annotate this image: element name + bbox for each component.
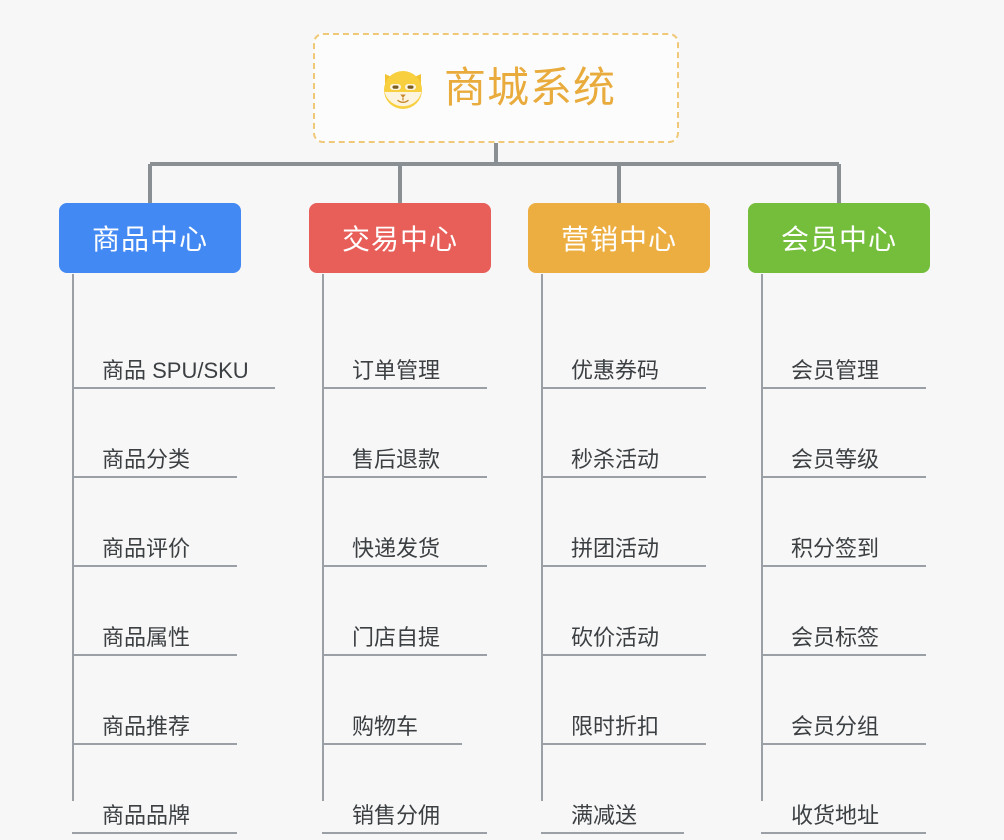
leaf-item-label: 商品分类	[102, 446, 191, 472]
leaf-item[interactable]: 商品推荐	[72, 656, 254, 745]
category-header-member-center[interactable]: 会员中心	[748, 203, 930, 273]
leaf-underline	[322, 832, 487, 834]
leaf-underline	[541, 743, 706, 745]
leaf-item[interactable]: 售后退款	[322, 389, 504, 478]
leaf-item-label: 满减送	[571, 802, 638, 828]
leaf-list-member-center: 会员管理会员等级积分签到会员标签会员分组收货地址	[761, 300, 943, 834]
leaf-item[interactable]: 积分签到	[761, 478, 943, 567]
leaf-item-label: 订单管理	[352, 357, 441, 383]
leaf-item-label: 限时折扣	[571, 713, 660, 739]
leaf-underline	[322, 743, 462, 745]
category-column-member-center: 会员中心会员管理会员等级积分签到会员标签会员分组收货地址	[748, 203, 930, 834]
leaf-item[interactable]: 销售分佣	[322, 745, 504, 834]
leaf-item-label: 商品属性	[102, 624, 191, 650]
leaf-item[interactable]: 会员管理	[761, 300, 943, 389]
leaf-underline	[761, 476, 926, 478]
leaf-item[interactable]: 满减送	[541, 745, 723, 834]
leaf-item-label: 秒杀活动	[571, 446, 660, 472]
leaf-item[interactable]: 商品属性	[72, 567, 254, 656]
leaf-underline	[761, 832, 926, 834]
leaf-underline	[72, 743, 237, 745]
leaf-item-label: 商品评价	[102, 535, 191, 561]
leaf-item[interactable]: 会员标签	[761, 567, 943, 656]
leaf-item[interactable]: 商品评价	[72, 478, 254, 567]
leaf-underline	[541, 654, 706, 656]
category-column-marketing-center: 营销中心优惠券码秒杀活动拼团活动砍价活动限时折扣满减送	[528, 203, 710, 834]
leaf-item-label: 销售分佣	[352, 802, 441, 828]
category-header-label: 商品中心	[91, 224, 208, 255]
root-title: 商城系统	[443, 64, 616, 111]
leaf-item-label: 会员等级	[791, 446, 880, 472]
leaf-item-label: 积分签到	[791, 535, 880, 561]
leaf-item[interactable]: 拼团活动	[541, 478, 723, 567]
leaf-underline	[761, 565, 926, 567]
leaf-underline	[72, 387, 275, 389]
leaf-underline	[761, 387, 926, 389]
leaf-item[interactable]: 砍价活动	[541, 567, 723, 656]
leaf-item[interactable]: 门店自提	[322, 567, 504, 656]
leaf-item-label: 会员标签	[791, 624, 880, 650]
leaf-underline	[72, 832, 237, 834]
leaf-item[interactable]: 会员分组	[761, 656, 943, 745]
leaf-underline	[541, 565, 706, 567]
leaf-item[interactable]: 商品品牌	[72, 745, 254, 834]
category-header-label: 交易中心	[341, 224, 458, 255]
leaf-item-label: 购物车	[352, 713, 419, 739]
leaf-item-label: 门店自提	[352, 624, 441, 650]
leaf-item-label: 快递发货	[352, 535, 441, 561]
leaf-item-label: 优惠券码	[571, 357, 660, 383]
leaf-underline	[322, 565, 487, 567]
leaf-item[interactable]: 商品分类	[72, 389, 254, 478]
leaf-list-marketing-center: 优惠券码秒杀活动拼团活动砍价活动限时折扣满减送	[541, 300, 723, 834]
leaf-item[interactable]: 收货地址	[761, 745, 943, 834]
leaf-item-label: 会员管理	[791, 357, 880, 383]
leaf-item-label: 砍价活动	[571, 624, 660, 650]
category-column-product-center: 商品中心商品 SPU/SKU 商品分类商品评价商品属性商品推荐商品品牌	[59, 203, 275, 834]
category-header-label: 会员中心	[780, 224, 897, 255]
leaf-item[interactable]: 订单管理	[322, 300, 504, 389]
leaf-underline	[761, 654, 926, 656]
leaf-underline	[541, 387, 706, 389]
leaf-item[interactable]: 会员等级	[761, 389, 943, 478]
leaf-item[interactable]: 快递发货	[322, 478, 504, 567]
leaf-underline	[322, 476, 487, 478]
leaf-underline	[541, 832, 684, 834]
category-header-label: 营销中心	[560, 224, 677, 255]
leaf-underline	[322, 654, 487, 656]
leaf-item-label: 售后退款	[352, 446, 441, 472]
leaf-item[interactable]: 优惠券码	[541, 300, 723, 389]
leaf-item[interactable]: 秒杀活动	[541, 389, 723, 478]
leaf-item-label: 商品推荐	[102, 713, 191, 739]
root-node[interactable]: 商城系统	[313, 33, 679, 143]
category-column-trade-center: 交易中心订单管理售后退款快递发货门店自提购物车销售分佣	[309, 203, 491, 834]
leaf-item-label: 商品品牌	[102, 802, 191, 828]
leaf-item[interactable]: 购物车	[322, 656, 504, 745]
leaf-item-label: 会员分组	[791, 713, 880, 739]
leaf-list-trade-center: 订单管理售后退款快递发货门店自提购物车销售分佣	[322, 300, 504, 834]
leaf-underline	[72, 565, 237, 567]
leaf-item-label: 拼团活动	[571, 535, 660, 561]
leaf-underline	[541, 476, 706, 478]
category-header-product-center[interactable]: 商品中心	[59, 203, 241, 273]
category-header-trade-center[interactable]: 交易中心	[309, 203, 491, 273]
category-header-marketing-center[interactable]: 营销中心	[528, 203, 710, 273]
leaf-underline	[761, 743, 926, 745]
leaf-item-label: 收货地址	[791, 802, 880, 828]
leaf-underline	[72, 654, 237, 656]
leaf-item-label: 商品 SPU/SKU	[102, 357, 249, 383]
leaf-list-product-center: 商品 SPU/SKU 商品分类商品评价商品属性商品推荐商品品牌	[72, 300, 275, 834]
leaf-underline	[322, 387, 487, 389]
leaf-item[interactable]: 限时折扣	[541, 656, 723, 745]
leaf-item[interactable]: 商品 SPU/SKU	[72, 300, 275, 389]
dog-face-icon	[376, 61, 430, 115]
leaf-underline	[72, 476, 237, 478]
